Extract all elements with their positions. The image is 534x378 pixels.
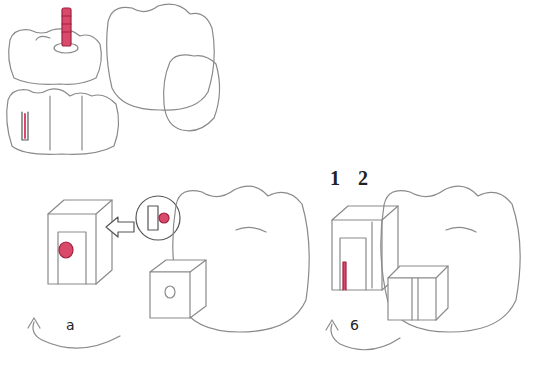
block-split: [417, 278, 418, 320]
cube-top: [150, 260, 206, 272]
cube-front: [150, 272, 190, 318]
tooth-outline: [381, 186, 520, 332]
arrowhead: [28, 318, 40, 328]
inlay-slot: [58, 232, 86, 284]
cube-hole: [165, 286, 175, 298]
rotation-arrow: [33, 322, 120, 348]
rotation-arrow: [331, 324, 400, 350]
detail-pin: [159, 213, 169, 223]
detail-part: [148, 206, 158, 230]
slot-fill: [343, 262, 346, 290]
inlay-side: [96, 200, 112, 284]
cube-side: [190, 260, 206, 318]
inlay-slot: [340, 238, 366, 290]
tooth-outline: [173, 186, 309, 332]
tooth-division: [81, 96, 82, 150]
detail-line: [236, 227, 266, 232]
slot: [22, 112, 28, 140]
inlay-top: [48, 200, 112, 214]
slot-fill: [24, 114, 26, 138]
insertion-arrow: [106, 217, 134, 237]
detail-line: [36, 36, 50, 40]
detail-line: [446, 227, 476, 232]
panel-number: 1: [330, 168, 340, 188]
block-side: [436, 266, 448, 320]
block-top: [388, 266, 448, 278]
groove: [371, 222, 372, 288]
inlay-front: [48, 214, 96, 284]
step-letter: 6: [350, 318, 359, 332]
tooth-outline: [107, 4, 215, 110]
panel-number: 2: [358, 168, 368, 188]
arrowhead: [326, 320, 338, 330]
step-letter: a: [66, 318, 75, 332]
tooth-outline: [164, 55, 220, 131]
block-split: [411, 278, 412, 320]
post: [62, 8, 71, 46]
tooth-division: [49, 96, 50, 150]
inlay-front: [332, 220, 382, 290]
block-front: [388, 278, 436, 320]
post-thread: [62, 15, 71, 16]
inlay-top: [332, 206, 398, 220]
post-thread: [62, 23, 71, 24]
tooth-outline: [7, 89, 119, 154]
tooth-outline: [9, 29, 102, 85]
post-thread: [62, 31, 71, 32]
pin: [59, 242, 73, 258]
